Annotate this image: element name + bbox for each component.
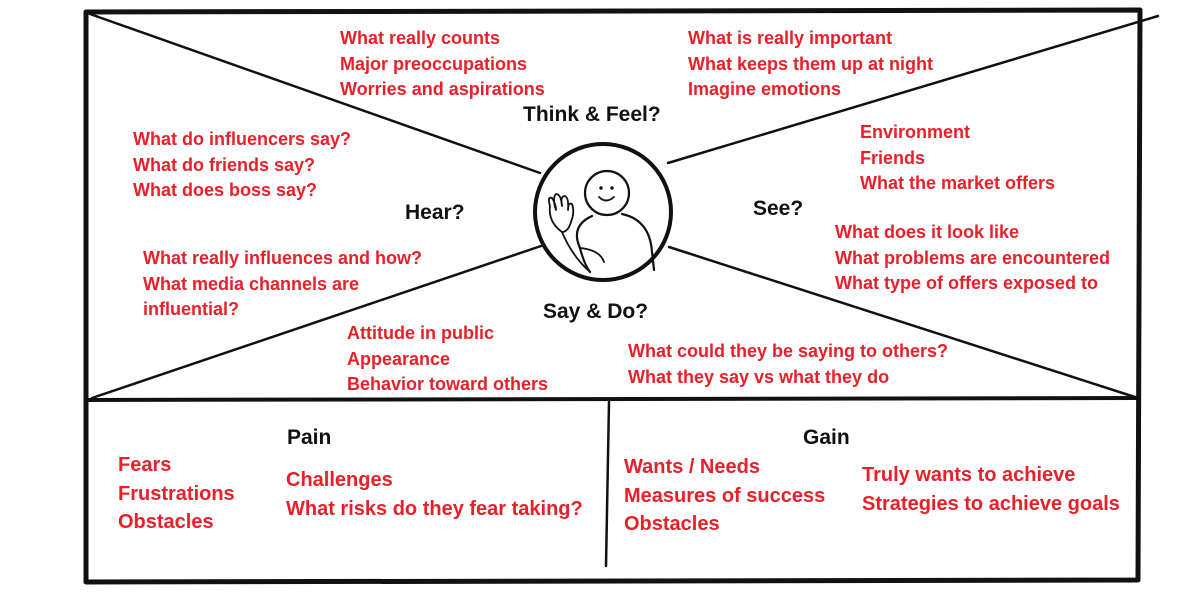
list-item: Obstacles — [118, 511, 214, 533]
diagonal-bottom-left — [90, 244, 543, 400]
list-item: What is really important — [688, 28, 893, 48]
section-divider — [86, 396, 1140, 402]
list-item: Major preoccupations — [340, 53, 528, 74]
list-item: Environment — [860, 122, 971, 142]
list-item: What do influencers say? — [133, 129, 352, 149]
list-item: What does boss say? — [133, 180, 318, 200]
gain-right-list: Truly wants to achieve Strategies to ach… — [862, 461, 1120, 518]
list-item: What type of offers exposed to — [835, 273, 1099, 293]
list-item: Fears — [118, 454, 172, 476]
list-item: Behavior toward others — [347, 374, 549, 394]
list-item: Friends — [860, 147, 926, 168]
hear-title: Hear? — [405, 201, 465, 224]
list-item: What really counts — [340, 28, 501, 48]
think-feel-right-list: What is really important What keeps them… — [688, 26, 933, 103]
pain-right-list: Challenges What risks do they fear takin… — [286, 466, 583, 523]
list-item: influential? — [143, 299, 239, 319]
see-top-list: Environment Friends What the market offe… — [860, 120, 1055, 197]
waving-person-icon — [533, 142, 673, 282]
list-item: What does it look like — [835, 222, 1020, 242]
say-do-left-list: Attitude in public Appearance Behavior t… — [347, 321, 548, 398]
list-item: Attitude in public — [347, 323, 494, 343]
list-item: Strategies to achieve goals — [862, 492, 1120, 515]
list-item: Wants / Needs — [624, 456, 760, 478]
pain-left-list: Fears Frustrations Obstacles — [118, 451, 235, 537]
say-do-right-list: What could they be saying to others? Wha… — [628, 339, 948, 390]
list-item: What the market offers — [860, 173, 1056, 193]
see-title: See? — [753, 197, 804, 220]
think-feel-left-list: What really counts Major preoccupations … — [340, 26, 545, 103]
think-feel-title: Think & Feel? — [523, 103, 661, 126]
list-item: Challenges — [286, 469, 393, 491]
diagonal-top-right — [666, 14, 1160, 165]
outer-frame — [83, 7, 1143, 585]
pain-gain-divider — [604, 400, 611, 568]
list-item: Imagine emotions — [688, 79, 842, 99]
hear-bottom-list: What really influences and how? What med… — [143, 246, 422, 323]
see-bottom-list: What does it look like What problems are… — [835, 220, 1110, 297]
list-item: What they say vs what they do — [628, 366, 890, 387]
list-item: What risks do they fear taking? — [286, 497, 583, 520]
gain-title: Gain — [803, 426, 850, 449]
list-item: What could they be saying to others? — [628, 341, 949, 361]
diagonal-bottom-right — [667, 245, 1140, 400]
hear-top-list: What do influencers say? What do friends… — [133, 127, 351, 204]
diagonal-top-left — [88, 12, 542, 175]
list-item: Obstacles — [624, 513, 720, 535]
pain-title: Pain — [287, 426, 332, 449]
list-item: Frustrations — [118, 482, 235, 505]
list-item: What keeps them up at night — [688, 53, 934, 74]
list-item: What really influences and how? — [143, 248, 423, 268]
list-item: What do friends say? — [133, 154, 316, 175]
list-item: Measures of success — [624, 484, 826, 507]
list-item: What media channels are — [143, 273, 360, 294]
say-do-title: Say & Do? — [543, 300, 649, 323]
list-item: What problems are encountered — [835, 247, 1111, 268]
list-item: Truly wants to achieve — [862, 464, 1076, 486]
gain-left-list: Wants / Needs Measures of success Obstac… — [624, 453, 825, 539]
list-item: Appearance — [347, 348, 451, 369]
list-item: Worries and aspirations — [340, 79, 545, 99]
